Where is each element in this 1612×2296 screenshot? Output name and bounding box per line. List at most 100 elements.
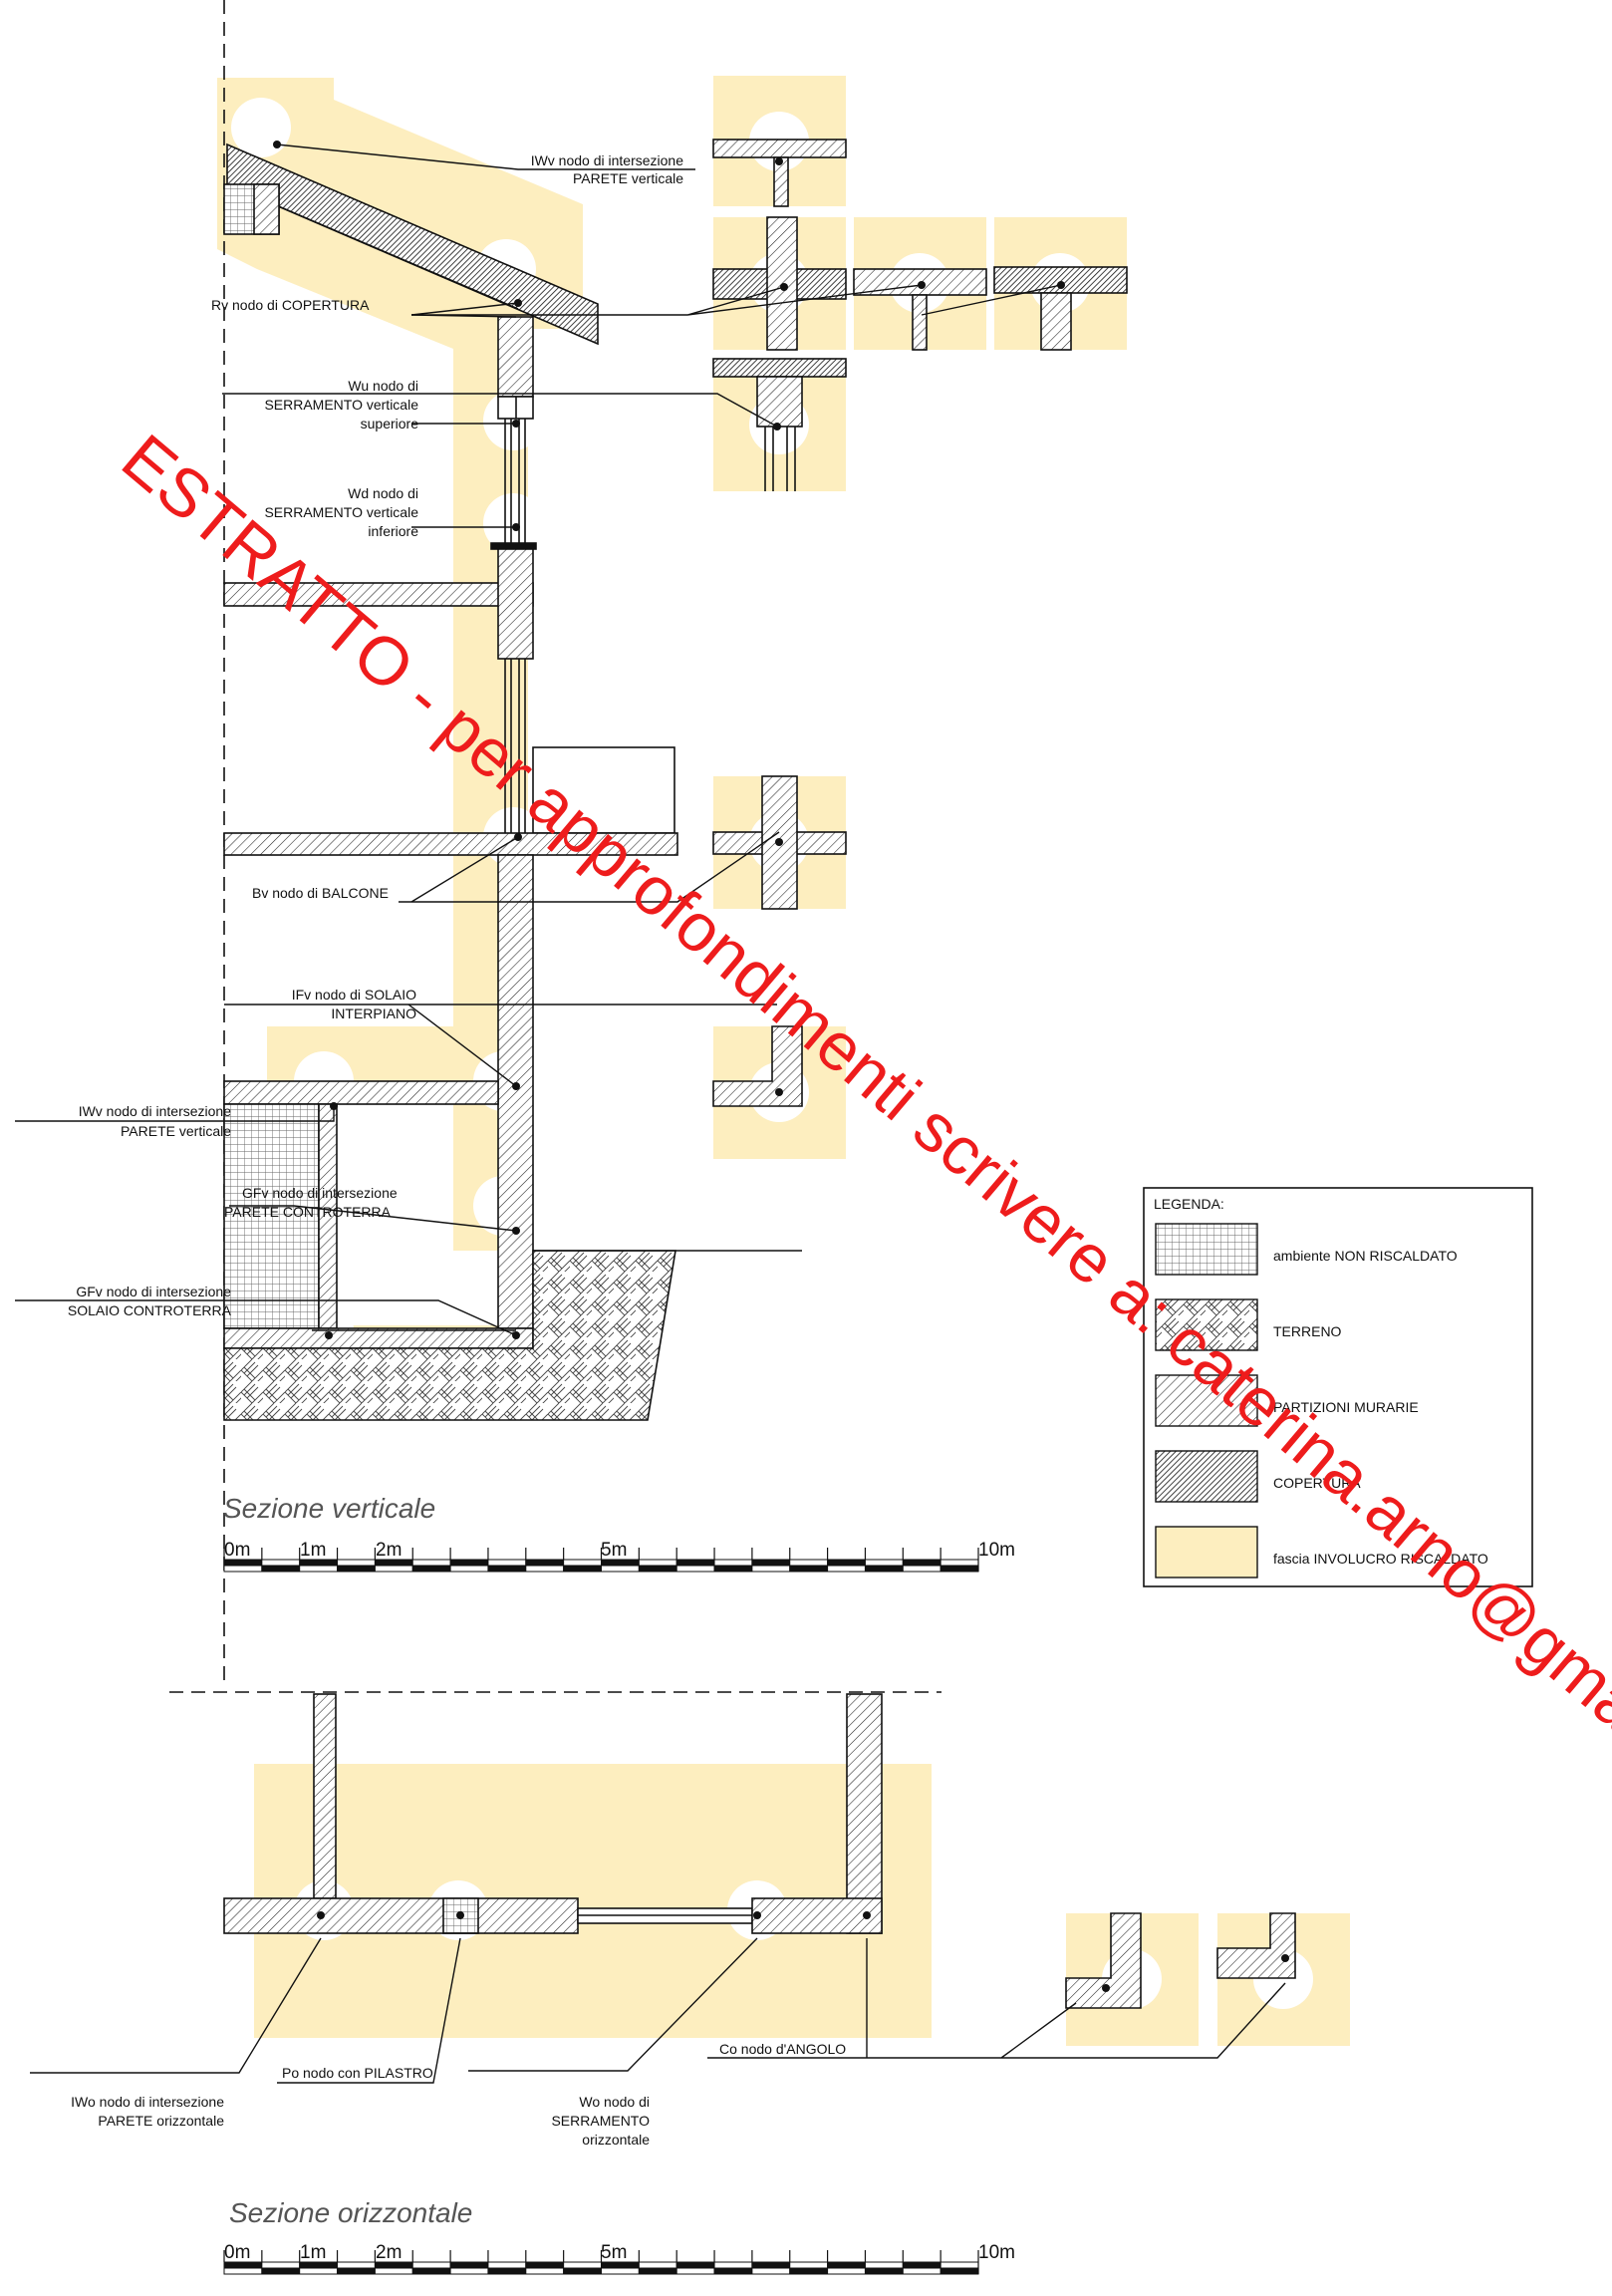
legend-title: LEGENDA:	[1154, 1196, 1224, 1212]
outer-wall-left	[223, 1897, 579, 1934]
scale-segment	[449, 2261, 489, 2269]
wd-label-2: SERRAMENTO verticale	[264, 504, 418, 520]
scale-segment	[713, 2261, 753, 2269]
scale-segment	[411, 1559, 451, 1567]
scale-segment	[713, 1559, 753, 1567]
ground-slab	[223, 1327, 534, 1349]
scale-segment	[563, 1559, 602, 1567]
leader-lines	[15, 144, 1286, 2084]
wu-label-2: SERRAMENTO verticale	[264, 397, 418, 413]
roof-slab	[226, 143, 599, 346]
scale-segment	[449, 1559, 489, 1567]
right-wall	[846, 1693, 883, 1934]
scale-segment	[940, 2261, 979, 2269]
scale-segment	[940, 1565, 979, 1573]
scale-segment	[789, 2261, 829, 2269]
scale-segment	[902, 1559, 941, 1567]
scale-segment	[940, 1559, 979, 1567]
scale-segment	[449, 1565, 489, 1573]
scale1-label-2m: 2m	[376, 1540, 402, 1561]
horizontal-section-title: Sezione orizzontale	[229, 2197, 472, 2228]
upper-wall	[497, 316, 534, 398]
gfv-slab-label-2: SOLAIO CONTROTERRA	[68, 1302, 232, 1318]
scale-segment	[337, 2267, 376, 2275]
scale-bar-horizontal: 0m 1m 2m 5m 10m	[223, 2242, 1015, 2275]
scale-segment	[487, 2267, 527, 2275]
scale-segment	[827, 1559, 866, 1567]
scale-segment	[487, 2261, 527, 2269]
node-labels: IWv nodo di intersezione PARETE vertical…	[68, 152, 846, 2148]
scale-segment	[789, 1559, 829, 1567]
main-wall	[497, 854, 534, 1329]
scale-segment	[713, 2267, 753, 2275]
scale-segment	[751, 2267, 791, 2275]
scale-segment	[525, 2261, 565, 2269]
scale-segment	[940, 2267, 979, 2275]
node-dots	[273, 141, 1289, 1992]
interfloor-slab	[223, 1080, 499, 1105]
legend-label-unheated: ambiente NON RISCALDATO	[1273, 1248, 1458, 1264]
iwv-top-label-2: PARETE verticale	[573, 170, 683, 186]
balcony-slab	[223, 832, 678, 856]
scale-segment	[411, 2267, 451, 2275]
scale-segment	[601, 2267, 640, 2275]
legend-swatch-grid	[1155, 1223, 1258, 1276]
legend-swatch-terrain	[1155, 1298, 1258, 1351]
gfv-wall-label-2: PARETE CONTROTERRA	[224, 1204, 392, 1220]
rv-label: Rv nodo di COPERTURA	[211, 297, 370, 313]
scale-segment	[487, 1559, 527, 1567]
scale-segment	[223, 1565, 263, 1573]
scale-segment	[374, 1565, 413, 1573]
scale-segment	[638, 1559, 677, 1567]
legend: LEGENDA: ambiente NON RISCALDATO TERRENO…	[1143, 1187, 1533, 1587]
scale-segment	[675, 2267, 715, 2275]
iwo-label-2: PARETE orizzontale	[98, 2113, 224, 2129]
unheated-room	[223, 1103, 320, 1329]
wd-label-1: Wd nodo di	[348, 485, 418, 501]
scale-segment	[675, 2261, 715, 2269]
wo-label-2: SERRAMENTO	[551, 2113, 650, 2129]
scale-segment	[864, 1559, 904, 1567]
legend-swatch-roof	[1155, 1450, 1258, 1503]
detail-nodes	[712, 139, 1296, 2009]
iwv-top-label-1: IWv nodo di intersezione	[531, 152, 684, 168]
scale-segment	[261, 1559, 301, 1567]
vertical-section-title: Sezione verticale	[223, 1493, 435, 1524]
scale-segment	[563, 2267, 602, 2275]
scale-segment	[487, 1565, 527, 1573]
window-lower	[504, 659, 526, 833]
scale-segment	[751, 1565, 791, 1573]
ifv-label-1: IFv nodo di SOLAIO	[292, 987, 416, 1003]
scale-segment	[261, 2261, 301, 2269]
scale-segment	[638, 2267, 677, 2275]
wo-label-1: Wo nodo di	[579, 2094, 650, 2110]
ifv-label-2: INTERPIANO	[331, 1005, 416, 1021]
wd-label-3: inferiore	[368, 523, 418, 539]
scale-segment	[789, 1565, 829, 1573]
scale-segment	[675, 1559, 715, 1567]
scale1-label-10m: 10m	[978, 1540, 1015, 1561]
gfv-wall-label-1: GFv nodo di intersezione	[242, 1185, 398, 1201]
scale-segment	[337, 1559, 376, 1567]
scale-bar-vertical: 0m 1m 2m 5m 10m	[223, 1540, 1015, 1573]
scale2-label-5m: 5m	[601, 2242, 627, 2263]
legend-label-terrain: TERRENO	[1273, 1323, 1342, 1339]
outer-wall-right	[751, 1897, 883, 1934]
window-upper	[504, 419, 526, 543]
scale-segment	[902, 2261, 941, 2269]
iwv-low-label-1: IWv nodo di intersezione	[79, 1103, 232, 1119]
scale2-label-10m: 10m	[978, 2242, 1015, 2263]
scale-segment	[525, 1565, 565, 1573]
gfv-slab-label-1: GFv nodo di intersezione	[76, 1284, 231, 1299]
scale-segment	[789, 2267, 829, 2275]
legend-label-envelope: fascia INVOLUCRO RISCALDATO	[1273, 1551, 1488, 1567]
scale-segment	[374, 2267, 413, 2275]
scale-segment	[902, 2267, 941, 2275]
scale-segment	[827, 2261, 866, 2269]
scale-segment	[449, 2267, 489, 2275]
scale2-label-1m: 1m	[300, 2242, 326, 2263]
scale-segment	[563, 2261, 602, 2269]
legend-swatch-walls	[1155, 1374, 1258, 1427]
scale-segment	[299, 2267, 339, 2275]
